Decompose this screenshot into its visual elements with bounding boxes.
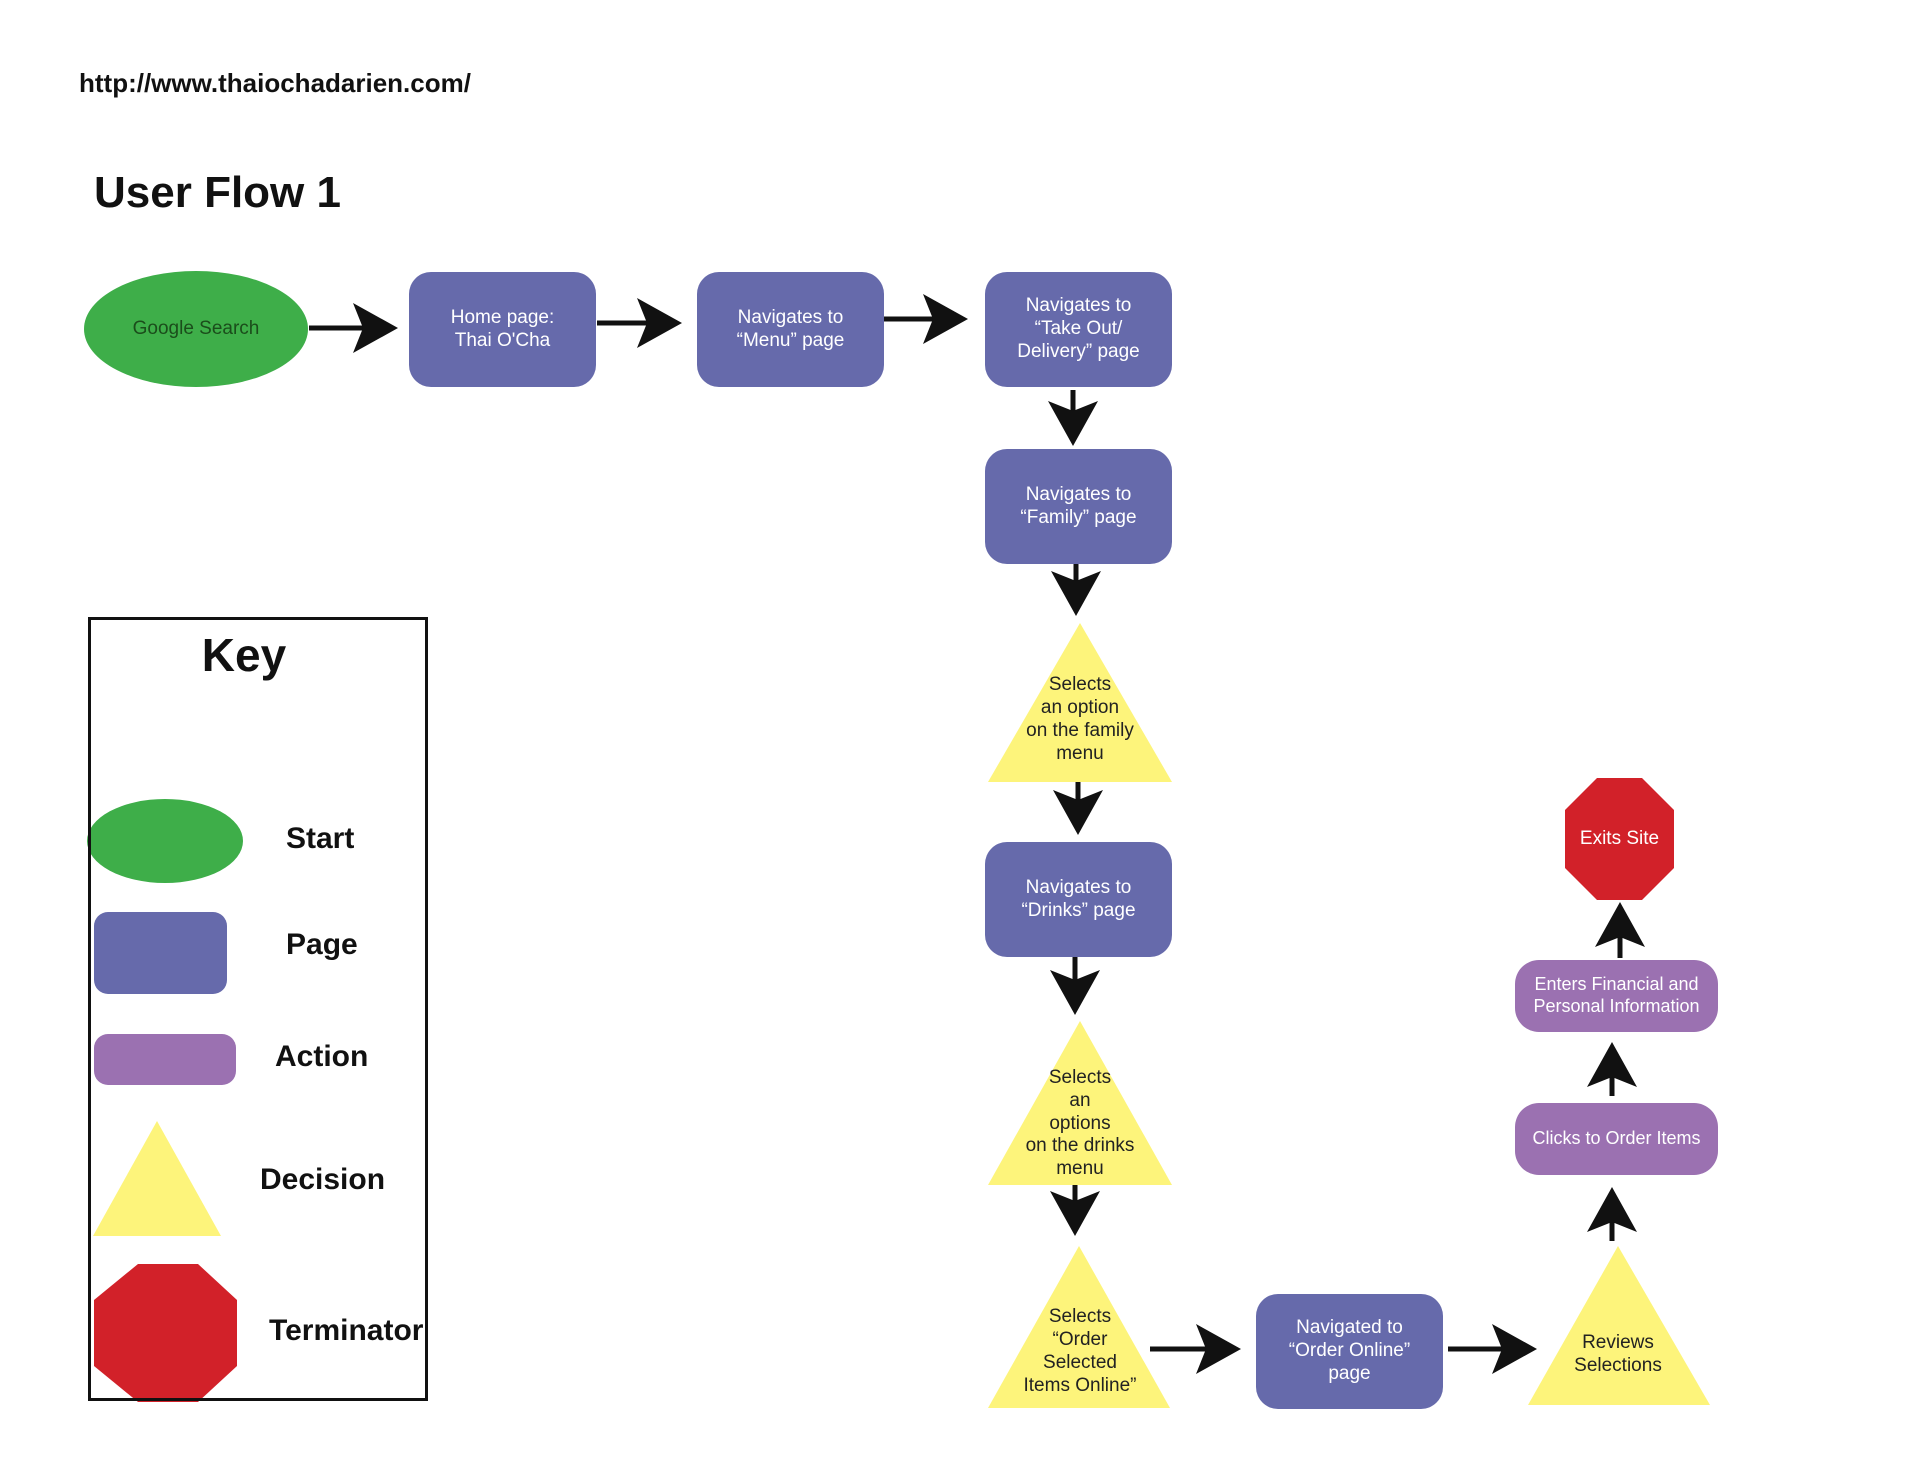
key-label-start: Start	[286, 822, 355, 855]
node-google-search-shape	[84, 271, 308, 387]
node-enters-info-shape	[1515, 960, 1718, 1032]
node-home-page-shape	[409, 272, 596, 387]
key-page-rect	[94, 912, 227, 994]
node-drinks-option-shape	[988, 1021, 1172, 1185]
key-title: Key	[201, 629, 287, 681]
node-reviews: Reviews Selections	[1574, 1332, 1662, 1376]
key-label-action: Action	[275, 1040, 369, 1073]
key-label-decision: Decision	[260, 1163, 386, 1196]
node-reviews-shape	[1528, 1246, 1710, 1405]
node-home-page: Home page: Thai O'Cha	[450, 306, 555, 351]
key-action-pill	[94, 1034, 236, 1085]
node-google-search: Google Search	[132, 317, 260, 339]
node-family-page-shape	[985, 449, 1172, 564]
node-family-option-shape	[988, 623, 1172, 782]
key-terminator-octagon	[94, 1264, 237, 1402]
connectors	[309, 294, 1645, 1374]
node-drinks-page-shape	[985, 842, 1172, 957]
node-family-option: Selects an option on the family menu	[1026, 674, 1134, 764]
node-enters-info: Enters Financial and Personal Informatio…	[1533, 974, 1700, 1016]
key-shapes	[87, 799, 243, 1402]
node-order-selected: Selects “Order Selected Items Online”	[1023, 1306, 1137, 1396]
node-menu-page-shape	[697, 272, 884, 387]
node-menu-page: Navigates to “Menu” page	[736, 306, 845, 351]
key-label-page: Page	[286, 928, 358, 961]
node-clicks-order: Clicks to Order Items	[1532, 1128, 1701, 1149]
key-label-terminator: Terminator	[269, 1314, 424, 1347]
node-drinks-option: Selects an options on the drinks menu	[1025, 1067, 1135, 1180]
node-clicks-order-shape	[1515, 1103, 1718, 1175]
node-family-page: Navigates to “Family” page	[1020, 483, 1137, 528]
node-exits-site-shape	[1565, 778, 1674, 900]
flow-nodes	[84, 271, 1718, 1409]
node-exits-site: Exits Site	[1579, 827, 1660, 849]
node-order-online-page: Navigated to “Order Online” page	[1288, 1317, 1411, 1384]
node-order-online-page-shape	[1256, 1294, 1443, 1409]
node-takeout-page-shape	[985, 272, 1172, 387]
key-decision-triangle	[93, 1121, 221, 1236]
node-order-selected-shape	[988, 1246, 1170, 1408]
site-url: http://www.thaiochadarien.com/	[79, 68, 471, 98]
diagram-title: User Flow 1	[94, 168, 341, 217]
key-start-ellipse	[87, 799, 243, 883]
node-takeout-page: Navigates to “Take Out/ Delivery” page	[1017, 295, 1140, 362]
key-legend-box	[88, 617, 428, 1401]
node-drinks-page: Navigates to “Drinks” page	[1021, 876, 1136, 921]
